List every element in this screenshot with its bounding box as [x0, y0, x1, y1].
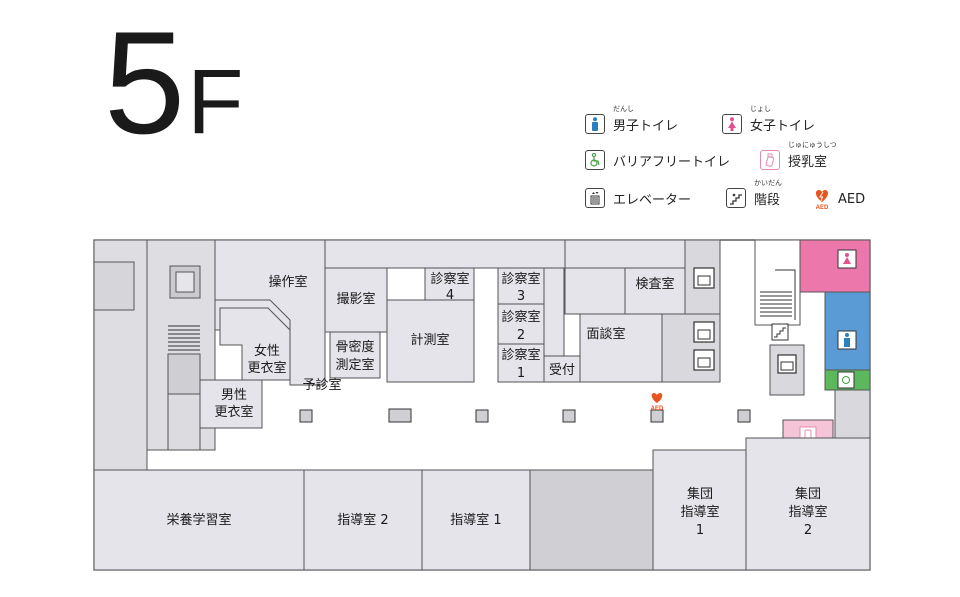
label-group-2-line3: 2 [804, 523, 812, 538]
label-exam-2-number: 2 [517, 328, 525, 343]
label-group-1-line1: 集団 [687, 486, 713, 502]
inspection-room [624, 267, 686, 315]
elevator-4 [777, 354, 797, 374]
svg-text:AED: AED [816, 205, 829, 210]
label-control-room: 操作室 [268, 274, 307, 290]
legend-male-ruby: だんし [613, 104, 634, 113]
floor-number: 5F [104, 10, 243, 175]
accessible-toilet-icon [585, 150, 605, 170]
bone-density-room [329, 331, 381, 379]
label-female-changing-1: 女性 [254, 343, 280, 359]
legend-accessible-toilet: バリアフリートイレ [585, 150, 730, 170]
group-guidance-room-1 [652, 449, 747, 571]
label-measurement-room: 計測室 [410, 332, 449, 348]
label-pre-exam-room: 予診室 [302, 377, 341, 393]
elevator-3 [693, 349, 715, 371]
legend-female-ruby: じょし [750, 104, 771, 113]
label-group-2-line1: 集団 [795, 486, 821, 502]
legend-stairs-ruby: かいだん [754, 178, 782, 187]
label-male-changing-1: 男性 [221, 388, 247, 403]
legend-accessible-label: バリアフリートイレ [613, 154, 731, 170]
group-guidance-room-2 [745, 437, 871, 571]
label-group-2-line2: 指導室 [788, 504, 827, 520]
female-changing-room [219, 307, 291, 381]
floor-digit: 5 [104, 1, 185, 164]
map-legend: だんし男子トイレ じょし女子トイレ バリアフリートイレ じゅにゅうしつ授乳室 エ… [580, 105, 880, 218]
interview-room [579, 313, 663, 383]
exam-room-2 [497, 303, 545, 345]
legend-female-label: 女子トイレ [750, 118, 816, 134]
legend-elevator-label: エレベーター [613, 192, 692, 208]
exam-room-1 [497, 343, 545, 383]
label-nutrition-room: 栄養学習室 [166, 512, 231, 528]
elevator-2 [693, 321, 715, 343]
female-toilet [799, 239, 871, 293]
nursing-bottle-icon [760, 150, 780, 170]
label-bone-density-2: 測定室 [335, 357, 374, 373]
guidance-room-2 [303, 469, 423, 571]
right-stairs [760, 269, 796, 320]
stairs-icon [726, 188, 746, 208]
label-inspection-room: 検査室 [635, 276, 674, 292]
legend-male-toilet: だんし男子トイレ [585, 105, 679, 134]
aed-marker-label: AED [651, 406, 664, 412]
legend-nursing-ruby: じゅにゅうしつ [788, 140, 837, 149]
legend-stairs-label: 階段 [754, 192, 781, 208]
label-exam-1-name: 診察室 [501, 347, 540, 363]
label-exam-4-number: 4 [446, 288, 454, 303]
guidance-room-1 [421, 469, 531, 571]
legend-aed-label: AED [838, 191, 866, 207]
label-group-1-line3: 1 [696, 523, 704, 538]
label-radiography-room: 撮影室 [336, 291, 375, 307]
label-guidance-room-1: 指導室 1 [450, 512, 501, 528]
label-bone-density-1: 骨密度 [335, 339, 374, 355]
exam-room-4 [424, 267, 475, 301]
elevator-1 [693, 267, 715, 289]
exam-room-3 [497, 267, 545, 305]
label-group-1-line2: 指導室 [680, 504, 719, 520]
label-exam-3-name: 診察室 [501, 271, 540, 287]
pillars [299, 408, 751, 423]
legend-nursing-label: 授乳室 [788, 154, 828, 170]
label-guidance-room-2: 指導室 2 [337, 512, 388, 528]
label-exam-3-number: 3 [517, 289, 525, 304]
legend-elevator: エレベーター [585, 188, 691, 208]
aed-marker: AED [651, 393, 664, 412]
label-female-changing-2: 更衣室 [247, 360, 286, 376]
female-toilet-icon [722, 114, 742, 134]
floor-letter: F [187, 51, 244, 153]
label-exam-4-name: 診察室 [430, 271, 469, 287]
nutrition-room [93, 469, 305, 571]
label-reception: 受付 [549, 363, 575, 378]
legend-stairs: かいだん階段 [726, 179, 782, 208]
service-core-left [93, 239, 216, 471]
aed-icon: AED [812, 188, 832, 210]
label-exam-2-name: 診察室 [501, 309, 540, 325]
legend-nursing-room: じゅにゅうしつ授乳室 [760, 141, 837, 170]
legend-male-label: 男子トイレ [613, 118, 679, 134]
legend-female-toilet: じょし女子トイレ [722, 105, 816, 134]
stairs-marker [771, 323, 789, 341]
label-exam-1-number: 1 [517, 366, 525, 381]
label-male-changing-2: 更衣室 [214, 404, 253, 420]
legend-aed: AED AED [812, 188, 865, 210]
male-toilet-icon [585, 114, 605, 134]
label-interview-room: 面談室 [586, 326, 625, 342]
elevator-icon [585, 188, 605, 208]
